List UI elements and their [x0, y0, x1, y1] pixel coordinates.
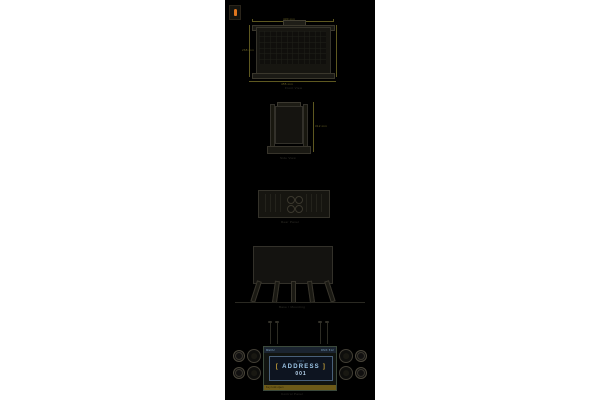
enter-knob[interactable] [355, 350, 367, 362]
dimension-line-side [313, 102, 314, 152]
stem-left [270, 322, 271, 344]
power-out-connector[interactable] [339, 366, 353, 380]
figure-side-elevation: 312 mm Side View [225, 96, 375, 166]
power-in-connector[interactable] [247, 366, 261, 380]
stem-right-2 [327, 322, 328, 344]
fixture-head [275, 106, 303, 144]
vent-slot [265, 194, 267, 212]
vent-slot [275, 194, 277, 212]
lcd-display[interactable]: DMX [ ADDRESS ] 001 [269, 356, 333, 381]
panel-footer-bar: Key lock open [264, 385, 336, 390]
bracket-right-icon: ] [322, 364, 327, 370]
dimension-label-width: 430 mm [283, 17, 296, 21]
dimension-line-right [336, 25, 337, 77]
figure-caption: Side View [280, 156, 296, 160]
menu-knob[interactable] [233, 350, 245, 362]
flame-icon-glyph [233, 9, 237, 16]
dmx-out-connector[interactable] [339, 349, 353, 363]
dimension-label-height: 268 mm [242, 48, 255, 52]
dimension-label-side: 312 mm [315, 124, 328, 128]
yoke-arm-right [303, 104, 308, 148]
figure-caption: Rear Panel [281, 220, 300, 224]
dmx-out-connector [295, 196, 303, 204]
down-knob[interactable] [355, 367, 367, 379]
base-housing [253, 246, 333, 284]
figure-caption: Front View [285, 86, 303, 90]
stem-cap-right-2 [325, 321, 329, 323]
figure-caption: Base / Mounting [279, 305, 306, 309]
dimension-label-depth: 455 mm [281, 82, 294, 86]
dimension-tick [252, 19, 253, 22]
lcd-mode-label: DMX [297, 360, 305, 363]
mount-leg [324, 280, 336, 303]
up-knob[interactable] [233, 367, 245, 379]
mount-leg [250, 280, 262, 303]
stem-cap-left-2 [275, 321, 279, 323]
stem-right [320, 322, 321, 344]
vent-slot [270, 194, 272, 212]
stem-left-2 [277, 322, 278, 344]
fixture-base-plate [252, 73, 335, 79]
vent-slot [280, 194, 282, 212]
lcd-title: ADDRESS [282, 364, 320, 370]
stem-cap-right [318, 321, 322, 323]
figure-front-elevation: 430 mm 268 mm 455 mm Front View [225, 17, 375, 90]
figure-rear-panel: Rear Panel [225, 182, 375, 234]
vent-slot [321, 194, 323, 212]
vent-slot [311, 194, 313, 212]
mount-leg [271, 280, 280, 304]
vent-slot [306, 194, 308, 212]
dimension-tick [332, 19, 333, 22]
dmx-in-connector [287, 196, 295, 204]
flame-icon [229, 5, 241, 20]
dimension-line-left [249, 25, 250, 77]
rear-panel-body [258, 190, 330, 218]
mount-leg [291, 281, 296, 303]
power-out-connector [295, 205, 303, 213]
key-lock-status: Key lock open [266, 386, 284, 389]
led-matrix [259, 31, 326, 64]
dimension-line-bottom [249, 81, 336, 82]
fixture-base [267, 146, 311, 154]
mount-leg [307, 280, 315, 304]
figure-bottom-view: Base / Mounting [225, 240, 375, 312]
status-bar-right-label: DMX 512 [321, 348, 334, 352]
ground-line [235, 302, 365, 303]
stem-cap-left [268, 321, 272, 323]
lcd-title-row: [ ADDRESS ] [276, 364, 326, 370]
status-bar-left-label: MENU [266, 348, 275, 352]
dmx-in-connector[interactable] [247, 349, 261, 363]
document-sheet: 430 mm 268 mm 455 mm Front View 312 [225, 0, 375, 400]
power-in-connector [287, 205, 295, 213]
lcd-value: 001 [295, 371, 307, 377]
figure-caption: Control Panel [281, 392, 304, 396]
control-panel-body: MENU DMX 512 DMX [ ADDRESS ] 001 Key loc… [263, 346, 337, 391]
figure-control-panel: MENU DMX 512 DMX [ ADDRESS ] 001 Key loc… [225, 320, 375, 400]
bracket-left-icon: [ [275, 364, 280, 370]
panel-status-bar: MENU DMX 512 [264, 347, 336, 353]
vent-slot [316, 194, 318, 212]
